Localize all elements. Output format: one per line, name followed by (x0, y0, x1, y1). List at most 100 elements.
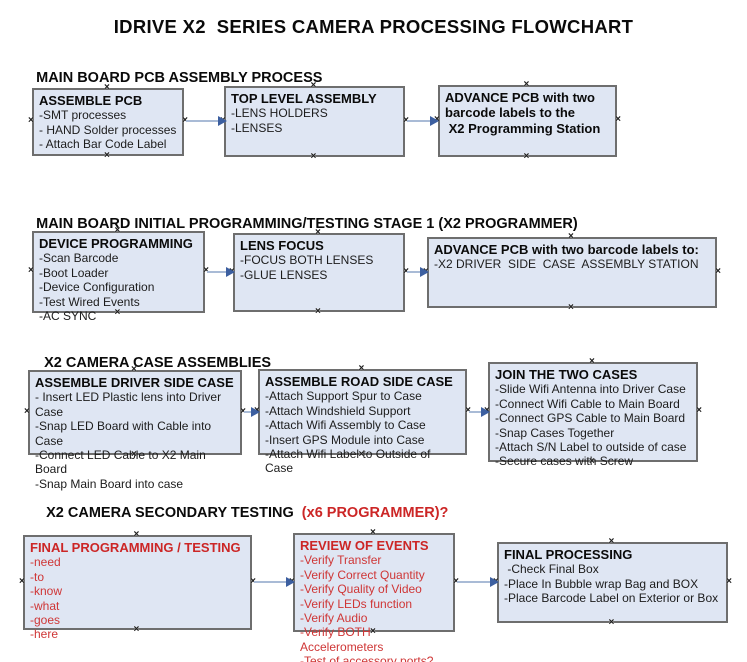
box-lens-focus: LENS FOCUS -FOCUS BOTH LENSES-GLUE LENSE… (233, 233, 405, 312)
box-line: -Connect LED Cable to X2 Main Board (35, 447, 210, 477)
box-advance-pcb-driver-station: ADVANCE PCB with two barcode labels to: … (427, 237, 717, 308)
connection-handle-icon (311, 154, 317, 160)
box-line: -Attach Support Spur to Case (265, 389, 422, 404)
box-line: -Slide Wifi Antenna into Driver Case (495, 382, 686, 397)
flow-arrow (186, 116, 227, 126)
page-title: IDRIVE X2 SERIES CAMERA PROCESSING FLOWC… (113, 16, 634, 37)
arrow-head-icon (430, 116, 439, 126)
box-line: -Place Barcode Label on Exterior or Box (504, 591, 719, 606)
box-line: -Secure cases with Screw (495, 454, 634, 469)
connection-handle-icon (24, 409, 30, 415)
arrow-head-icon (286, 577, 295, 587)
box-line: -Connect GPS Cable to Main Board (495, 411, 686, 426)
box-review-of-events: REVIEW OF EVENTS -Verify Transfer -Verify… (293, 533, 455, 662)
box-title: TOP LEVEL ASSEMBLY (231, 91, 377, 106)
flow-arrow (244, 407, 260, 417)
box-title: ASSEMBLE DRIVER SIDE CASE (35, 375, 234, 390)
box-line: -LENS HOLDERS (231, 106, 328, 121)
box-body: -Check Final Box-Place In Bubble wrap Ba… (504, 562, 721, 605)
connection-handle-icon (609, 539, 615, 545)
box-line: -Verify Quality of Video (300, 582, 422, 597)
box-line: -know (30, 584, 63, 599)
box-title: JOIN THE TWO CASES (495, 367, 638, 382)
connection-handle-icon (715, 269, 721, 275)
flow-arrow (457, 577, 499, 587)
arrow-head-icon (481, 407, 490, 417)
connection-handle-icon (696, 408, 702, 414)
flow-arrow (407, 267, 429, 277)
box-line: -goes (30, 612, 61, 627)
flow-arrow (254, 577, 295, 587)
box-line: - HAND Solder processes (39, 122, 177, 137)
box-line: -AC SYNC (39, 308, 97, 323)
box-line: -Snap Cases Together (495, 425, 615, 440)
box-line: -Connect Wifi Cable to Main Board (495, 396, 680, 411)
box-line: -Attach Wifi Assembly to Case (265, 418, 426, 433)
box-body: -SMT processes- HAND Solder processes- A… (39, 108, 177, 151)
box-line: -Attach S/N Label to outside of case (495, 439, 687, 454)
arrow-shaft (207, 271, 226, 273)
box-line: -Place In Bubble wrap Bag and BOX (504, 576, 699, 591)
section-heading-secondary-testing: X2 CAMERA SECONDARY TESTING (x6 PROGRAMM… (30, 489, 448, 537)
box-line: -Verify LEDs function (300, 596, 413, 611)
box-line: -Test of accessory ports? (300, 654, 434, 662)
connection-handle-icon (524, 82, 530, 88)
box-line: -here (30, 627, 59, 642)
connection-handle-icon (104, 153, 110, 159)
box-title: FINAL PROCESSING (504, 547, 633, 562)
connection-handle-icon (28, 268, 34, 274)
arrow-shaft (254, 581, 286, 583)
box-title: ASSEMBLE PCB (39, 93, 143, 108)
box-line: -Insert GPS Module into Case (265, 432, 425, 447)
box-line: -Attach Windshield Support (265, 403, 411, 418)
box-line: -Test Wired Events (39, 294, 140, 309)
box-device-programming: DEVICE PROGRAMMING -Scan Barcode-Boot Lo… (32, 231, 205, 323)
box-line: -Scan Barcode (39, 251, 119, 266)
box-line: -Verify Audio (300, 610, 368, 625)
box-line: - Attach Bar Code Label (39, 137, 167, 152)
box-line: -GLUE LENSES (240, 267, 328, 282)
arrow-head-icon (490, 577, 499, 587)
section-heading-text: MAIN BOARD PCB ASSEMBLY PROCESS (36, 70, 323, 86)
box-final-processing: FINAL PROCESSING -Check Final Box-Place … (497, 542, 728, 623)
arrow-head-icon (218, 116, 227, 126)
box-body: -need-to-know-what-goes-here (30, 555, 245, 641)
box-body: -Scan Barcode-Boot Loader-Device Configu… (39, 251, 198, 323)
section-heading-text: MAIN BOARD INITIAL PROGRAMMING/TESTING S… (36, 216, 578, 232)
box-body: -Attach Support Spur to Case-Attach Wind… (265, 389, 460, 475)
box-assemble-driver-side-case: ASSEMBLE DRIVER SIDE CASE - Insert LED P… (28, 370, 242, 491)
connection-handle-icon (609, 620, 615, 626)
connection-handle-icon (19, 579, 25, 585)
arrow-head-icon (420, 267, 429, 277)
arrow-head-icon (226, 267, 235, 277)
connection-handle-icon (524, 154, 530, 160)
box-line: -LENSES (231, 120, 283, 135)
box-top-level-assembly: TOP LEVEL ASSEMBLY -LENS HOLDERS-LENSES (224, 86, 405, 157)
box-title: LENS FOCUS (240, 238, 324, 253)
box-title: ASSEMBLE ROAD SIDE CASE (265, 374, 453, 389)
box-assemble-road-side-case: ASSEMBLE ROAD SIDE CASE -Attach Support … (258, 366, 467, 475)
box-line: -Snap LED Board with Cable into Case (35, 419, 215, 448)
box-title: REVIEW OF EVENTS (300, 538, 429, 553)
box-body: - Insert LED Plastic lens into Driver Ca… (35, 390, 235, 491)
flow-arrow (407, 116, 439, 126)
box-body: -X2 DRIVER SIDE CASE ASSEMBLY STATION (434, 257, 710, 271)
flow-arrow (469, 407, 490, 417)
section-heading-case-assemblies: X2 CAMERA CASE ASSEMBLIES (28, 339, 271, 387)
box-line: -X2 DRIVER SIDE CASE ASSEMBLY STATION (434, 257, 699, 272)
arrow-shaft (469, 411, 481, 413)
connection-handle-icon (359, 366, 365, 372)
arrow-shaft (186, 120, 218, 122)
arrow-head-icon (251, 407, 260, 417)
box-title: ADVANCE PCB with two barcode labels to: (434, 242, 699, 257)
section-heading-accent: (x6 PROGRAMMER)? (301, 505, 449, 521)
box-line: -Verify Transfer (300, 553, 382, 568)
connection-handle-icon (726, 579, 732, 585)
arrow-shaft (407, 271, 420, 273)
arrow-shaft (244, 411, 251, 413)
connection-handle-icon (615, 117, 621, 123)
box-line: -Device Configuration (39, 280, 155, 295)
connection-handle-icon (589, 359, 595, 365)
box-line: -to (30, 569, 45, 584)
box-body: -LENS HOLDERS-LENSES (231, 106, 398, 135)
